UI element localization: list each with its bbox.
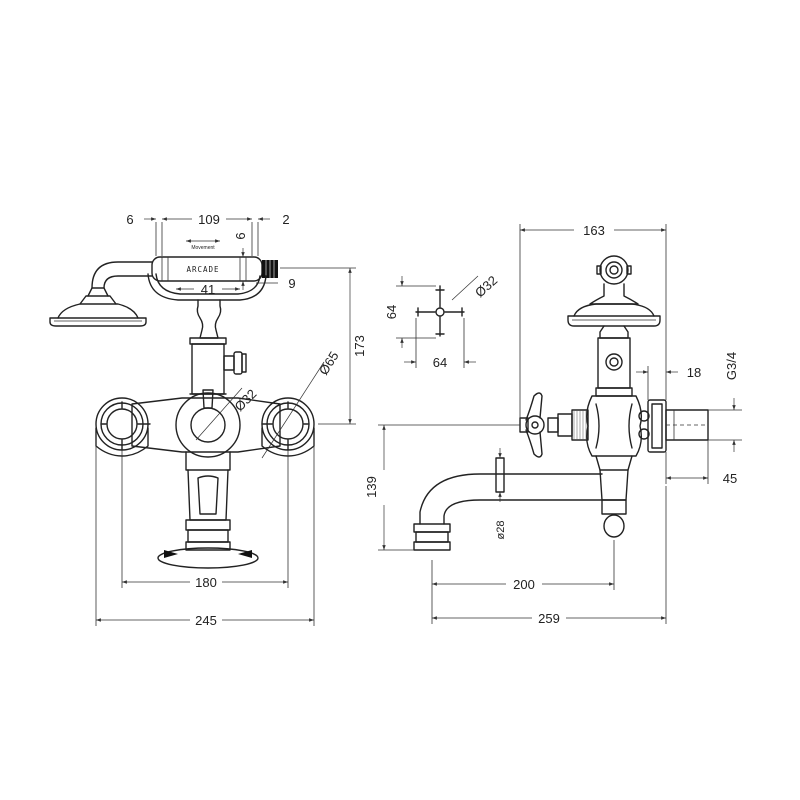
dim-d65: Ø65 [316, 349, 342, 378]
front-view: ARCADE Movement [49, 212, 367, 628]
side-spout [413, 457, 603, 551]
dim-109: 109 [198, 212, 220, 227]
dim-173: 173 [352, 335, 367, 357]
dim-d28: ø28 [495, 521, 507, 540]
dim-d32-detail: Ø32 [472, 273, 500, 301]
handset-handle: ARCADE [151, 256, 278, 282]
dim-139: 139 [364, 476, 379, 498]
valve-body [131, 389, 281, 458]
movement-indicator: Movement [186, 239, 220, 251]
dim-g34: G3/4 [724, 352, 739, 380]
side-view: 163 18 G3/4 45 139 [364, 223, 742, 626]
side-wall-inlet [647, 399, 709, 453]
side-dimensions: 163 18 G3/4 45 139 [364, 223, 742, 626]
side-cross-handle [519, 392, 589, 458]
dim-245: 245 [195, 613, 217, 628]
side-valve-body [585, 395, 650, 457]
spout-front [157, 451, 259, 569]
side-riser [595, 325, 633, 397]
dim-2: 2 [282, 212, 289, 227]
dim-163: 163 [583, 223, 605, 238]
dim-41: 41 [201, 282, 215, 297]
dim-6-vertical: 6 [233, 232, 248, 239]
dim-64-vertical: 64 [384, 305, 399, 319]
dim-6-left: 6 [126, 212, 133, 227]
dim-45: 45 [723, 471, 737, 486]
side-lower-body [595, 455, 633, 538]
handle-detail-view: 64 64 Ø32 [384, 273, 500, 370]
shower-head [49, 261, 153, 327]
dim-180: 180 [195, 575, 217, 590]
dim-64-horizontal: 64 [433, 355, 447, 370]
front-dimensions: 6 109 2 6 41 9 173 Ø65 Ø32 [95, 212, 367, 628]
movement-label: Movement [191, 245, 215, 251]
dim-259: 259 [538, 611, 560, 626]
riser-tube [189, 337, 247, 395]
dim-200: 200 [513, 577, 535, 592]
dim-18: 18 [687, 365, 701, 380]
brand-label: ARCADE [186, 265, 219, 274]
side-shower-head [567, 255, 661, 327]
dim-9: 9 [288, 276, 295, 291]
